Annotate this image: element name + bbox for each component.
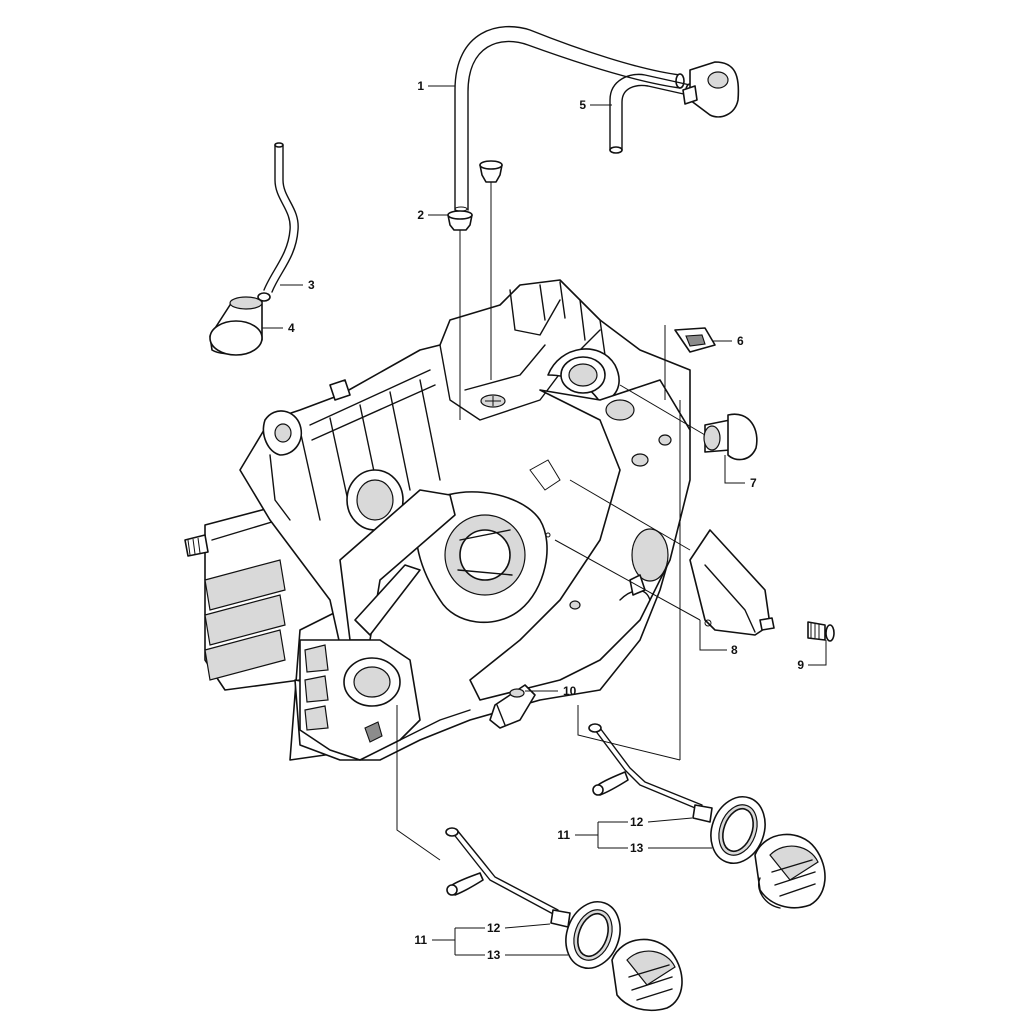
callout-7: 7 bbox=[750, 476, 757, 490]
callout-1: 1 bbox=[417, 79, 424, 93]
filter-hose bbox=[257, 142, 299, 302]
crankcase-assembly bbox=[184, 279, 691, 761]
callout-4: 4 bbox=[288, 321, 295, 335]
callout-13-lower: 13 bbox=[487, 948, 501, 962]
callout-labels: 1 2 3 4 5 6 7 8 9 10 11 12 13 11 12 13 bbox=[288, 79, 804, 962]
callout-11-lower: 11 bbox=[414, 933, 427, 947]
guide-plate bbox=[689, 529, 775, 636]
callout-3: 3 bbox=[308, 278, 315, 292]
clip bbox=[674, 327, 716, 353]
cap-assembly-1 bbox=[588, 723, 826, 909]
bracket bbox=[489, 684, 536, 729]
primer-bulb bbox=[703, 413, 758, 461]
grommet bbox=[447, 160, 503, 231]
fuel-hose bbox=[454, 26, 685, 212]
callout-2: 2 bbox=[417, 208, 424, 222]
screw bbox=[807, 621, 835, 642]
leader-lines bbox=[262, 85, 827, 956]
cap-assembly-2 bbox=[445, 827, 683, 1012]
callout-12-upper: 12 bbox=[630, 815, 644, 829]
callout-10: 10 bbox=[563, 684, 577, 698]
callout-11-upper: 11 bbox=[557, 828, 570, 842]
callout-8: 8 bbox=[731, 643, 738, 657]
fuel-filter bbox=[209, 296, 263, 356]
callout-12-lower: 12 bbox=[487, 921, 501, 935]
callout-6: 6 bbox=[737, 334, 744, 348]
callout-5: 5 bbox=[579, 98, 586, 112]
hose-connector bbox=[682, 61, 740, 118]
callout-13-upper: 13 bbox=[630, 841, 644, 855]
callout-9: 9 bbox=[797, 658, 804, 672]
